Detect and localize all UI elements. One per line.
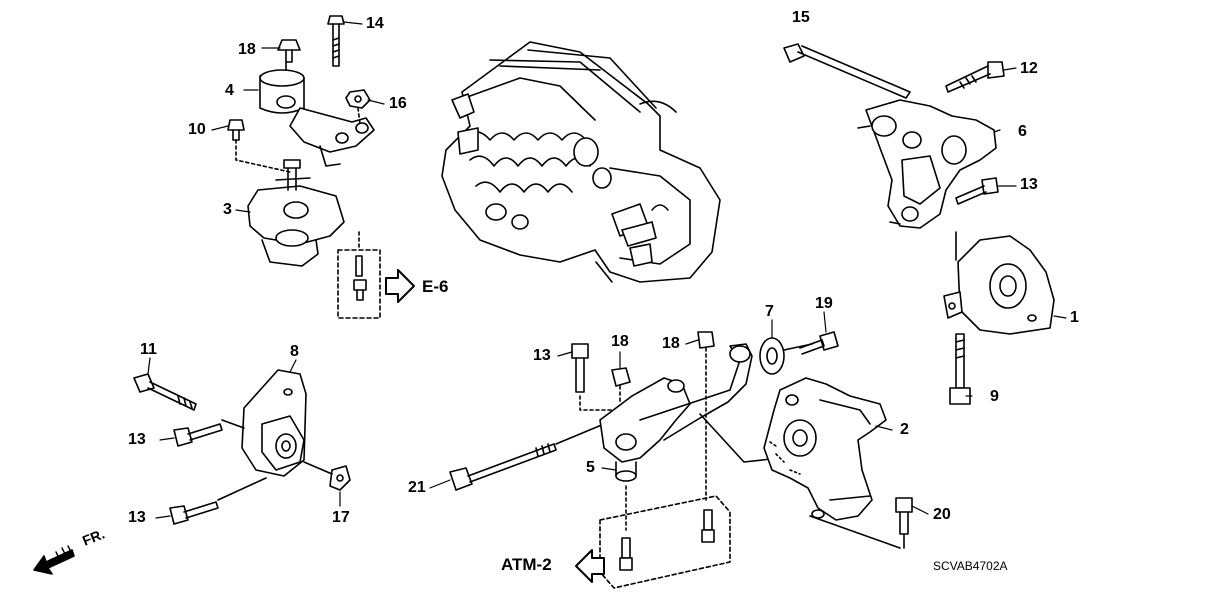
label-part-12: 12 bbox=[1020, 60, 1038, 77]
label-part-2: 2 bbox=[900, 421, 909, 438]
arrow-right-icon bbox=[385, 269, 415, 303]
label-part-18-center: 18 bbox=[611, 333, 629, 350]
e6-group-box bbox=[337, 231, 381, 319]
bolt-13-center bbox=[571, 343, 613, 411]
label-part-21: 21 bbox=[408, 479, 426, 496]
label-part-8: 8 bbox=[290, 343, 299, 360]
label-part-4: 4 bbox=[225, 82, 234, 99]
bolt-13-left-lower bbox=[169, 477, 267, 525]
bolt-19 bbox=[799, 331, 839, 355]
label-part-17: 17 bbox=[332, 509, 350, 526]
label-part-9: 9 bbox=[990, 388, 999, 405]
leader-lines bbox=[147, 21, 1067, 519]
atm2-group-box bbox=[599, 495, 731, 589]
label-part-16: 16 bbox=[389, 95, 407, 112]
nut-17 bbox=[303, 461, 351, 491]
nut-18-center bbox=[611, 367, 631, 405]
bolt-18-top bbox=[277, 39, 301, 71]
bolt-14 bbox=[327, 15, 345, 67]
label-part-20: 20 bbox=[933, 506, 951, 523]
label-part-13-left-lower: 13 bbox=[128, 509, 146, 526]
mount-part-6 bbox=[857, 99, 997, 229]
diagram-code: SCVAB4702A bbox=[933, 559, 1008, 573]
bolt-13-right bbox=[955, 177, 999, 205]
bolt-11 bbox=[133, 373, 197, 411]
label-part-6: 6 bbox=[1018, 123, 1027, 140]
bolt-15 bbox=[783, 43, 911, 99]
label-part-13-left-upper: 13 bbox=[128, 431, 146, 448]
label-part-10: 10 bbox=[188, 121, 206, 138]
label-part-18-right: 18 bbox=[662, 335, 680, 352]
label-part-13-center: 13 bbox=[533, 347, 551, 364]
label-part-18-top: 18 bbox=[238, 41, 256, 58]
label-part-19: 19 bbox=[815, 295, 833, 312]
mount-part-3 bbox=[247, 159, 345, 267]
engine-block bbox=[441, 41, 721, 283]
mount-part-2 bbox=[763, 377, 901, 549]
reference-e6: E-6 bbox=[422, 277, 449, 296]
bolt-13-left-upper bbox=[173, 419, 245, 447]
label-part-1: 1 bbox=[1070, 309, 1079, 326]
nut-18-right bbox=[697, 331, 715, 501]
label-part-14: 14 bbox=[366, 15, 384, 32]
reference-atm2: ATM-2 bbox=[501, 555, 552, 574]
nut-16 bbox=[345, 89, 371, 125]
bolt-21 bbox=[449, 423, 605, 491]
label-part-5: 5 bbox=[586, 459, 595, 476]
bracket-part-5 bbox=[599, 343, 781, 531]
mount-part-4 bbox=[259, 69, 375, 167]
label-part-3: 3 bbox=[223, 201, 232, 218]
bolt-20 bbox=[895, 497, 913, 549]
label-part-7: 7 bbox=[765, 303, 774, 320]
arrow-left-icon bbox=[575, 549, 605, 583]
bolt-12 bbox=[945, 61, 1005, 93]
bolt-10 bbox=[227, 119, 291, 173]
front-arrow-icon bbox=[33, 545, 75, 575]
bolt-9 bbox=[949, 333, 971, 405]
mount-part-1 bbox=[943, 231, 1055, 335]
mount-part-8 bbox=[241, 369, 307, 477]
label-part-13-right: 13 bbox=[1020, 176, 1038, 193]
washer-7 bbox=[759, 337, 813, 375]
label-part-15: 15 bbox=[792, 9, 810, 26]
label-part-11: 11 bbox=[140, 341, 157, 358]
